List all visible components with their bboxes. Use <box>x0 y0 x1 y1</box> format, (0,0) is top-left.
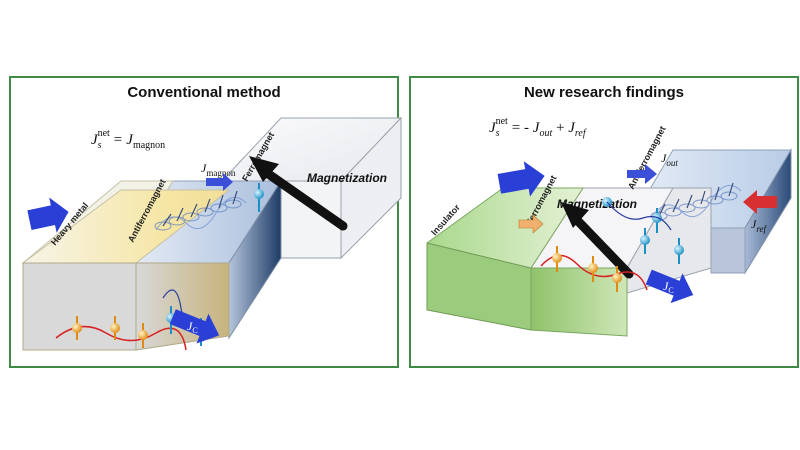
diagram-conventional: Heavy metal Antiferromagnet Ferromagnet … <box>21 116 403 351</box>
reflected-current-label: Jref <box>751 217 767 234</box>
charge-current-label: JC <box>187 319 198 335</box>
magnetization-label: Magnetization <box>307 171 387 185</box>
spin-balls-ferromagnet <box>552 246 622 292</box>
heavy-metal-front <box>22 262 137 351</box>
magnon-spins <box>162 190 238 227</box>
spin-balls-heavy-metal <box>72 316 148 348</box>
magnetization-arrow-shaft <box>572 215 634 279</box>
spin-injection-arrow <box>518 214 544 234</box>
panel-title: New research findings <box>523 84 685 101</box>
spin-current-incoming-arrow <box>497 161 545 197</box>
diagram-new-findings: Insulator Ferromagnet Antiferromagnet Js… <box>426 116 792 337</box>
spin-ball-ferromagnet <box>254 183 264 212</box>
equation-left: Jsnet=Jmagnon <box>91 128 165 151</box>
panel-conventional-method: Conventional method <box>9 76 403 368</box>
magnetization-arrow-shaft <box>262 168 348 231</box>
reflected-current-arrow <box>743 190 777 214</box>
charge-current-arrow <box>169 309 220 344</box>
spin-balls-antiferromagnet <box>602 197 684 264</box>
equation-right: Jsnet= - Jout + Jref <box>489 116 587 139</box>
magnon-current-label: Jmagnon <box>201 161 236 178</box>
magnon-precession-cones <box>154 196 247 231</box>
magnetization-label: Magnetization <box>557 197 637 211</box>
spin-current-incoming-arrow <box>27 197 69 233</box>
magnetization-arrow-head <box>249 156 279 182</box>
charge-current-arrow <box>645 269 694 304</box>
magnetization-arrow-head <box>561 202 589 228</box>
panel-title: Conventional method <box>127 84 281 101</box>
antiferromagnet-front <box>710 227 746 274</box>
panel-new-research-findings: New research findings <box>409 76 799 368</box>
out-current-arrow <box>627 164 657 184</box>
charge-current-label: JC <box>663 279 674 295</box>
out-current-label: Jout <box>661 151 678 168</box>
magnon-current-arrow <box>206 173 233 191</box>
